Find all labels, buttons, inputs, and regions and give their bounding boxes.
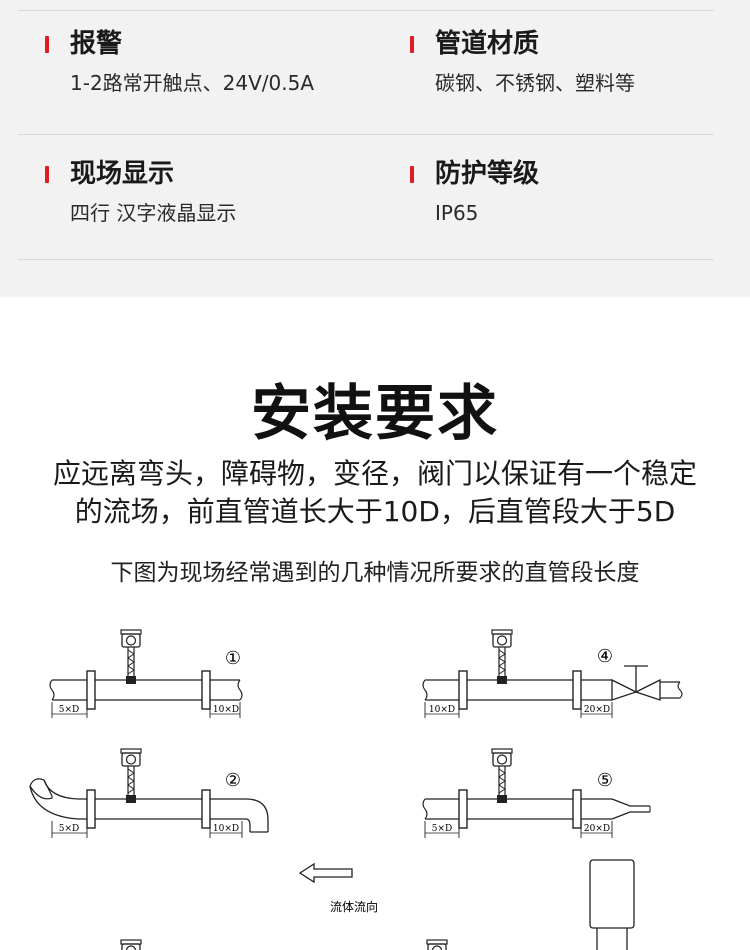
dimension-label: 5×D: [432, 824, 452, 834]
spec-value: 碳钢、不锈钢、塑料等: [435, 71, 635, 95]
dimension-label: 10×D: [429, 705, 455, 715]
install-text-line-2: 的流场，前直管道长大于10D，后直管段大于5D: [74, 495, 676, 528]
installation-diagram: 5×D 10×D ① 10×D 20×D ④: [29, 629, 683, 950]
spec-value: 1-2路常开触点、24V/0.5A: [70, 71, 315, 95]
diagram-case-5: 5×D 20×D ⑤: [422, 748, 651, 838]
spec-title: 防护等级: [435, 159, 540, 189]
spec-title: 管道材质: [435, 29, 540, 59]
arrow-left-icon: [298, 862, 353, 884]
dimension-label: 10×D: [213, 824, 239, 834]
case-label: ①: [225, 648, 241, 669]
case-label: ②: [225, 770, 241, 791]
dimension-label: 10×D: [213, 705, 239, 715]
case-label: ④: [597, 646, 613, 667]
diagram-case-4: 10×D 20×D ④: [422, 629, 683, 718]
install-text-line-1: 应远离弯头，障碍物，变径，阀门以保证有一个稳定: [52, 457, 697, 490]
spec-value: 四行 汉字液晶显示: [70, 201, 237, 225]
accent-bar: [410, 166, 414, 183]
dimension-label: 5×D: [59, 824, 79, 834]
divider: [18, 259, 714, 260]
flow-label: 流体流向: [330, 899, 378, 914]
divider: [18, 134, 714, 135]
section-title: 安装要求: [251, 379, 499, 449]
dimension-label: 20×D: [584, 824, 610, 834]
diagram-case-1: 5×D 10×D ①: [49, 629, 243, 718]
diagram-case-2: 5×D 10×D ②: [29, 748, 269, 838]
spec-panel: 报警 1-2路常开触点、24V/0.5A 管道材质 碳钢、不锈钢、塑料等 现场显…: [0, 0, 750, 297]
flow-direction: 流体流向: [298, 862, 378, 914]
accent-bar: [45, 166, 49, 183]
case-label: ⑤: [597, 770, 613, 791]
accent-bar: [410, 36, 414, 53]
accent-bar: [45, 36, 49, 53]
spec-title: 现场显示: [70, 159, 175, 189]
vertical-pipe: [589, 859, 635, 950]
spec-title: 报警: [70, 29, 123, 59]
divider: [18, 10, 714, 11]
dimension-label: 20×D: [584, 705, 610, 715]
diagram-caption: 下图为现场经常遇到的几种情况所要求的直管段长度: [110, 560, 640, 586]
dimension-label: 5×D: [59, 705, 79, 715]
spec-value: IP65: [435, 201, 479, 225]
